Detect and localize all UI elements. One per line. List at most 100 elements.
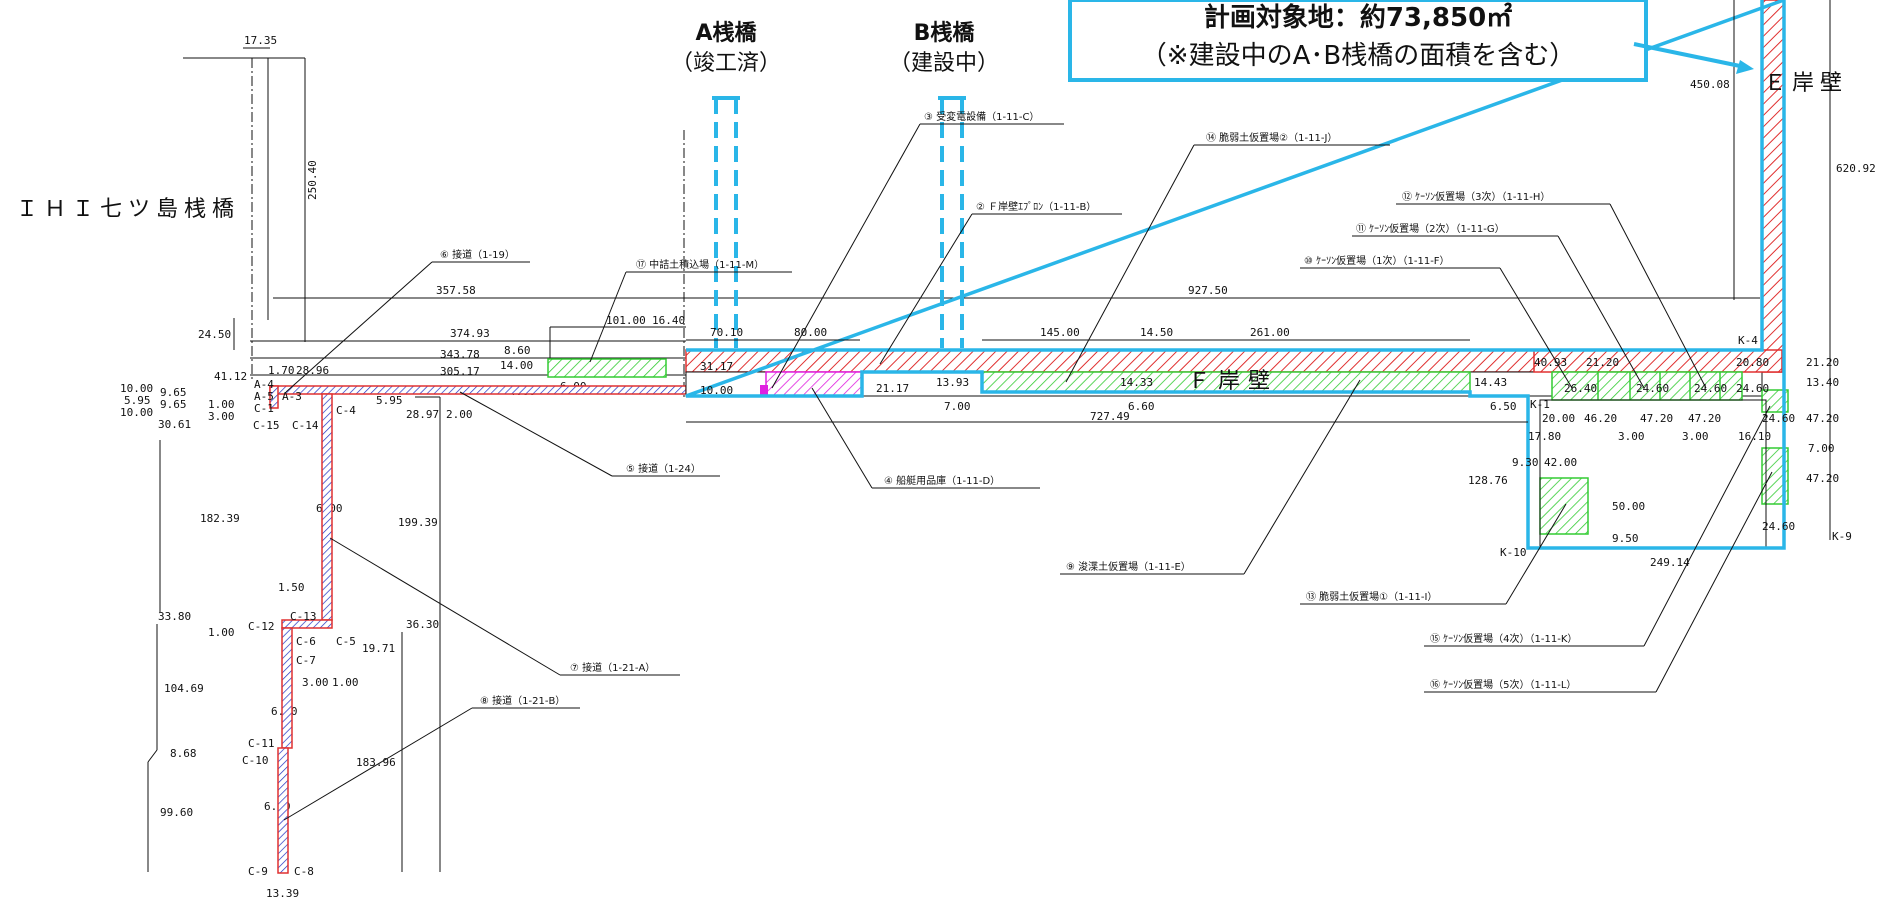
svg-text:47.20: 47.20 (1640, 412, 1673, 425)
label-6: ⑥ 接道（1-19） (440, 248, 515, 261)
svg-text:305.17: 305.17 (440, 365, 480, 378)
site-boundary (685, 0, 1786, 550)
svg-text:Ｅ岸壁: Ｅ岸壁 (1764, 71, 1848, 96)
svg-text:99.60: 99.60 (160, 806, 193, 819)
svg-text:14.50: 14.50 (1140, 326, 1173, 339)
ihi-pier-label: ＩＨＩ七ツ島桟橋 (16, 197, 240, 222)
svg-text:K-10: K-10 (1500, 546, 1527, 559)
svg-text:17.80: 17.80 (1528, 430, 1561, 443)
pier-b: B桟橋 （建設中） (889, 20, 999, 348)
svg-text:727.49: 727.49 (1090, 410, 1130, 423)
svg-text:C-7: C-7 (296, 654, 316, 667)
point-labels: A-4 A-5 A-3 C-1 C-15 C-14 C-4 C-13 C-12 … (242, 378, 356, 878)
dim-label: 17.35 (244, 34, 277, 47)
svg-text:7.00: 7.00 (944, 400, 971, 413)
svg-text:199.39: 199.39 (398, 516, 438, 529)
svg-text:47.20: 47.20 (1806, 412, 1839, 425)
svg-text:K-9: K-9 (1832, 530, 1852, 543)
svg-text:24.60: 24.60 (1762, 520, 1795, 533)
svg-text:927.50: 927.50 (1188, 284, 1228, 297)
svg-text:B桟橋: B桟橋 (914, 20, 976, 46)
svg-text:24.60: 24.60 (1762, 412, 1795, 425)
dim-label: 250.40 (306, 160, 319, 200)
svg-text:47.20: 47.20 (1806, 472, 1839, 485)
svg-text:24.60: 24.60 (1736, 382, 1769, 395)
svg-text:10.00: 10.00 (120, 406, 153, 419)
svg-text:450.08: 450.08 (1690, 78, 1730, 91)
svg-text:28.96: 28.96 (296, 364, 329, 377)
svg-text:30.61: 30.61 (158, 418, 191, 431)
svg-text:24.50: 24.50 (198, 328, 231, 341)
svg-text:13.39: 13.39 (266, 887, 299, 900)
svg-text:41.12: 41.12 (214, 370, 247, 383)
wharf-dims: 145.00 14.50 261.00 70.10 80.00 31.17 10… (686, 326, 1528, 423)
svg-text:13.40: 13.40 (1806, 376, 1839, 389)
label-5: ⑤ 接道（1-24） (626, 462, 701, 475)
svg-text:3.00: 3.00 (208, 410, 235, 423)
svg-text:8.68: 8.68 (170, 747, 197, 760)
label-2: ② Ｆ岸壁ｴﾌﾟﾛﾝ（1-11-B） (976, 200, 1096, 213)
dimension-lines: 357.58 927.50 374.93 343.78 305.17 24.50… (198, 130, 1760, 400)
label-3: ③ 受変電設備（1-11-C） (924, 110, 1039, 123)
svg-text:C-13: C-13 (290, 610, 317, 623)
svg-text:40.93: 40.93 (1534, 356, 1567, 369)
label-17: ⑰ 中詰土積込場（1-11-M） (636, 258, 764, 271)
svg-text:3.00: 3.00 (1618, 430, 1645, 443)
svg-text:C-10: C-10 (242, 754, 269, 767)
svg-text:104.69: 104.69 (164, 682, 204, 695)
svg-text:5.95: 5.95 (124, 394, 151, 407)
svg-text:31.17: 31.17 (700, 360, 733, 373)
label-4: ④ 船艇用品庫（1-11-D） (884, 474, 1000, 487)
label-8: ⑧ 接道（1-21-B） (480, 694, 565, 707)
svg-text:3.00: 3.00 (302, 676, 329, 689)
svg-text:343.78: 343.78 (440, 348, 480, 361)
svg-text:A-5: A-5 (254, 390, 274, 403)
svg-text:2.00: 2.00 (446, 408, 473, 421)
svg-text:357.58: 357.58 (436, 284, 476, 297)
svg-text:C-1: C-1 (254, 402, 274, 415)
svg-text:33.80: 33.80 (158, 610, 191, 623)
svg-text:C-6: C-6 (296, 635, 316, 648)
svg-text:19.71: 19.71 (362, 642, 395, 655)
svg-text:16.10: 16.10 (1738, 430, 1771, 443)
label-11: ⑪ ｹｰｿﾝ仮置場（2次）（1-11-G） (1356, 222, 1505, 235)
svg-text:C-15: C-15 (253, 419, 280, 432)
label-16: ⑯ ｹｰｿﾝ仮置場（5次）（1-11-L） (1430, 678, 1576, 691)
svg-text:計画対象地：約73,850㎡: 計画対象地：約73,850㎡ (1204, 2, 1512, 33)
svg-text:9.65: 9.65 (160, 398, 187, 411)
svg-text:28.97: 28.97 (406, 408, 439, 421)
svg-text:Ｆ岸壁: Ｆ岸壁 (1188, 369, 1278, 394)
svg-text:249.14: 249.14 (1650, 556, 1690, 569)
label-13: ⑬ 脆弱土仮置場①（1-11-I） (1306, 590, 1437, 603)
svg-text:C-8: C-8 (294, 865, 314, 878)
svg-text:（竣工済）: （竣工済） (671, 51, 781, 76)
svg-text:C-9: C-9 (248, 865, 268, 878)
svg-text:6.60: 6.60 (1128, 400, 1155, 413)
label-9: ⑨ 浚渫土仮置場（1-11-E） (1066, 560, 1191, 573)
svg-text:14.43: 14.43 (1474, 376, 1507, 389)
svg-text:70.10: 70.10 (710, 326, 743, 339)
svg-text:620.92: 620.92 (1836, 162, 1876, 175)
svg-text:1.00: 1.00 (208, 398, 235, 411)
svg-text:7.00: 7.00 (1808, 442, 1835, 455)
label-14: ⑭ 脆弱土仮置場②（1-11-J） (1206, 131, 1337, 144)
svg-text:9.30: 9.30 (1512, 456, 1539, 469)
svg-text:C-14: C-14 (292, 419, 319, 432)
svg-text:50.00: 50.00 (1612, 500, 1645, 513)
svg-text:21.20: 21.20 (1806, 356, 1839, 369)
svg-text:（建設中）: （建設中） (889, 51, 999, 76)
svg-text:10.00: 10.00 (120, 382, 153, 395)
svg-text:1.00: 1.00 (332, 676, 359, 689)
legend-labels: ③ 受変電設備（1-11-C） ② Ｆ岸壁ｴﾌﾟﾛﾝ（1-11-B） ⑭ 脆弱土… (440, 110, 1577, 707)
svg-text:21.17: 21.17 (876, 382, 909, 395)
svg-text:46.20: 46.20 (1584, 412, 1617, 425)
svg-text:A桟橋: A桟橋 (695, 20, 757, 46)
svg-text:374.93: 374.93 (450, 327, 490, 340)
svg-text:26.40: 26.40 (1564, 382, 1597, 395)
svg-text:42.00: 42.00 (1544, 456, 1577, 469)
svg-text:20.00: 20.00 (1542, 412, 1575, 425)
svg-text:24.60: 24.60 (1636, 382, 1669, 395)
left-dims: 10.00 5.95 10.00 9.65 9.65 1.00 3.00 30.… (120, 380, 587, 900)
svg-text:9.50: 9.50 (1612, 532, 1639, 545)
